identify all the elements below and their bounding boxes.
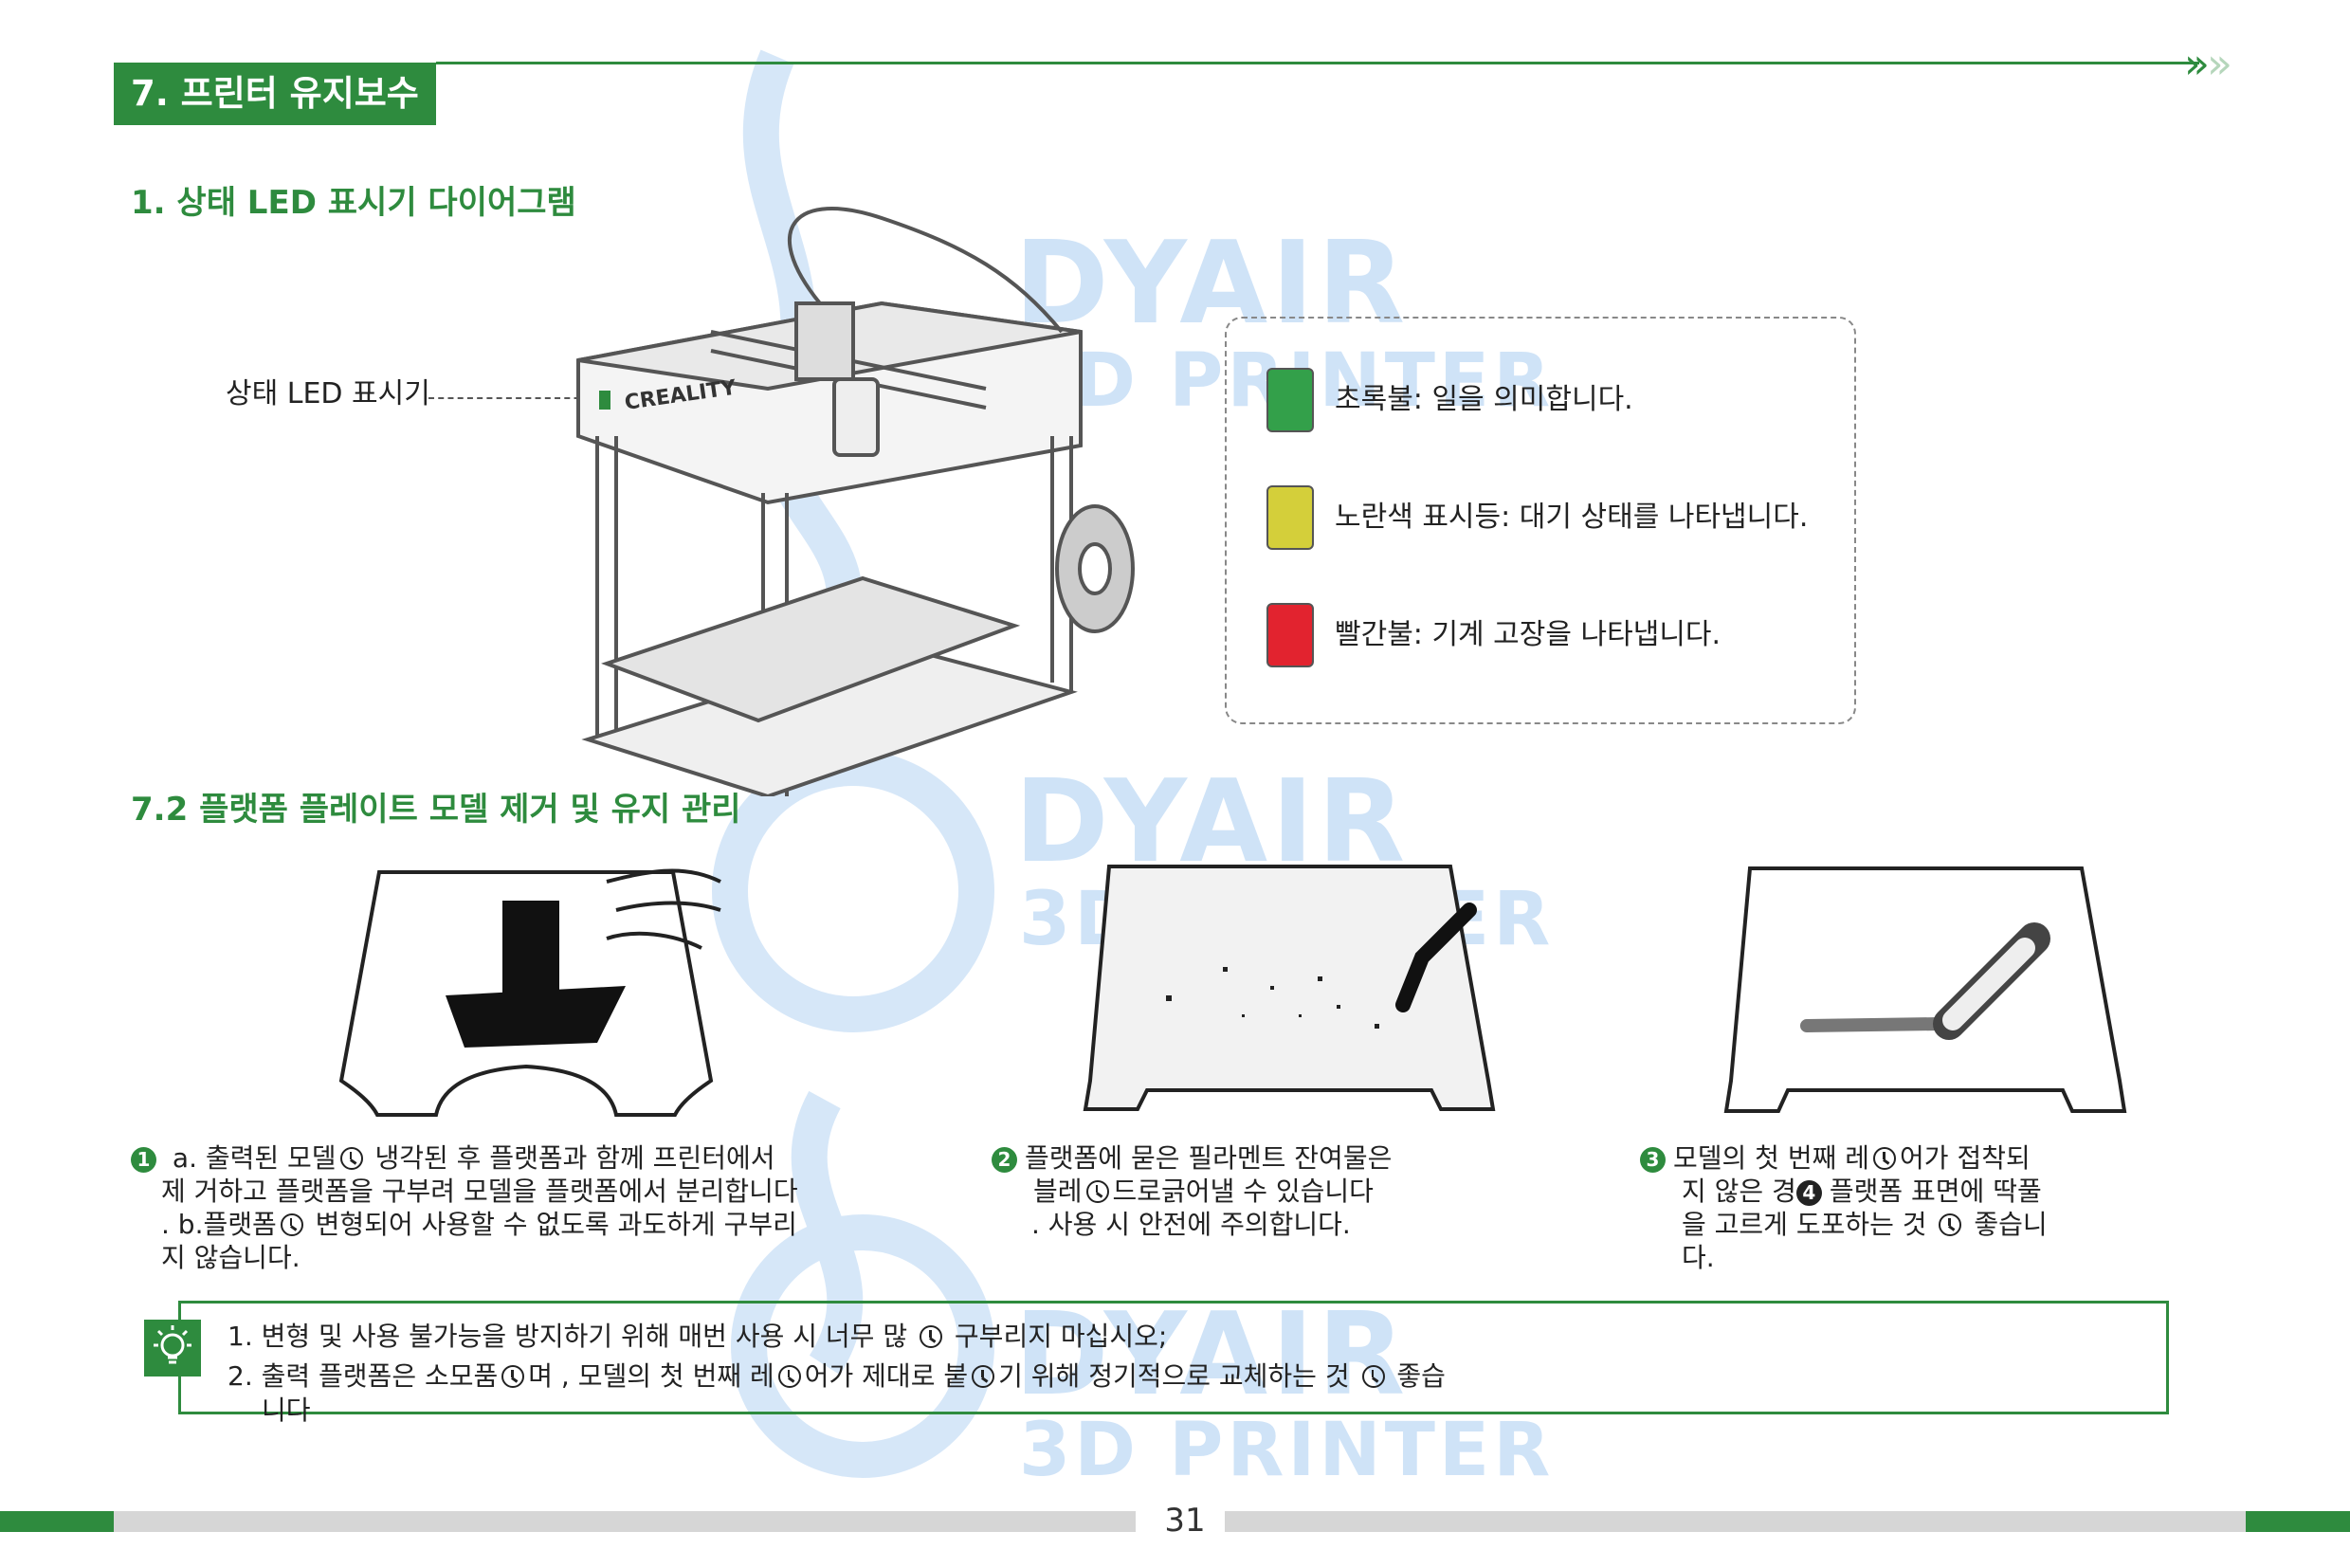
red-swatch xyxy=(1266,603,1314,667)
step-3-badge: 3 xyxy=(1640,1147,1666,1173)
step-2-badge: 2 xyxy=(992,1147,1017,1173)
led-legend-box xyxy=(1225,317,1856,724)
tip-line-1: 1. 변형 및 사용 불가능을 방지하기 위해 매번 사용 시 너무 많 구부리… xyxy=(228,1321,1168,1352)
status-led-icon xyxy=(599,391,610,410)
clock-icon xyxy=(1361,1365,1385,1388)
clock-icon xyxy=(501,1365,525,1388)
clock-icon xyxy=(1085,1180,1109,1203)
green-swatch xyxy=(1266,368,1314,432)
led-heading: 1. 상태 LED 표시기 다이어그램 xyxy=(131,184,576,222)
legend-item-red: 빨간불: 기계 고장을 나타냅니다. xyxy=(1266,603,1721,667)
clock-icon xyxy=(1939,1213,1962,1236)
printer-illustration: CREALITY xyxy=(569,190,1157,799)
led-callout-label: 상태 LED 표시기 xyxy=(226,377,430,410)
footer-bar-left xyxy=(114,1511,1136,1532)
legend-text-yellow: 노란색 표시등: 대기 상태를 나타냅니다. xyxy=(1335,501,1809,534)
tip-icon xyxy=(144,1320,201,1377)
legend-text-green: 초록불: 일을 의미합니다. xyxy=(1335,383,1633,416)
step-4-badge: 4 xyxy=(1795,1180,1822,1206)
clock-icon xyxy=(777,1365,801,1388)
watermark-text-3: DYAIR xyxy=(1014,757,1410,888)
led-callout-leader xyxy=(428,397,599,399)
clock-icon xyxy=(1873,1147,1897,1170)
footer-bar-left-accent xyxy=(0,1511,114,1532)
step-1-badge: 1 xyxy=(131,1147,156,1173)
legend-item-yellow: 노란색 표시등: 대기 상태를 나타냅니다. xyxy=(1266,485,1808,550)
platform-heading: 7.2 플랫폼 플레이트 모델 제거 및 유지 관리 xyxy=(131,791,741,829)
tips-box xyxy=(178,1301,2169,1414)
watermark-text-5: DYAIR xyxy=(1014,1289,1410,1421)
header-rule xyxy=(436,62,2199,64)
clock-icon xyxy=(972,1365,995,1388)
legend-text-red: 빨간불: 기계 고장을 나타냅니다. xyxy=(1335,618,1722,651)
plate-illustration-3 xyxy=(1712,863,2129,1119)
led-callout: 상태 LED 표시기 xyxy=(226,375,430,413)
tip-line-3: 니다 xyxy=(262,1395,311,1426)
watermark-text-1: DYAIR xyxy=(1014,218,1410,350)
footer-bar-right-accent xyxy=(2246,1511,2350,1532)
legend-item-green: 초록불: 일을 의미합니다. xyxy=(1266,368,1633,432)
clock-icon xyxy=(920,1325,943,1348)
footer-bar-right xyxy=(1225,1511,2246,1532)
page-number: 31 xyxy=(1164,1502,1206,1540)
chevron-icon: » xyxy=(2184,40,2210,88)
clock-icon xyxy=(339,1147,363,1170)
watermark-text-6: 3D PRINTER xyxy=(1019,1408,1555,1493)
yellow-swatch xyxy=(1266,485,1314,550)
clock-icon xyxy=(280,1213,303,1236)
chevron-faded-icon: » xyxy=(2207,40,2232,88)
section-title: 7. 프린터 유지보수 xyxy=(114,63,436,125)
plate-illustration-2 xyxy=(1071,853,1507,1119)
plate-illustration-1 xyxy=(322,844,730,1128)
step-1-text: 1 a. 출력된 모델 냉각된 후 플랫폼과 함께 프린터에서 제 거하고 플랫… xyxy=(131,1141,851,1274)
lightbulb-icon xyxy=(154,1325,191,1364)
